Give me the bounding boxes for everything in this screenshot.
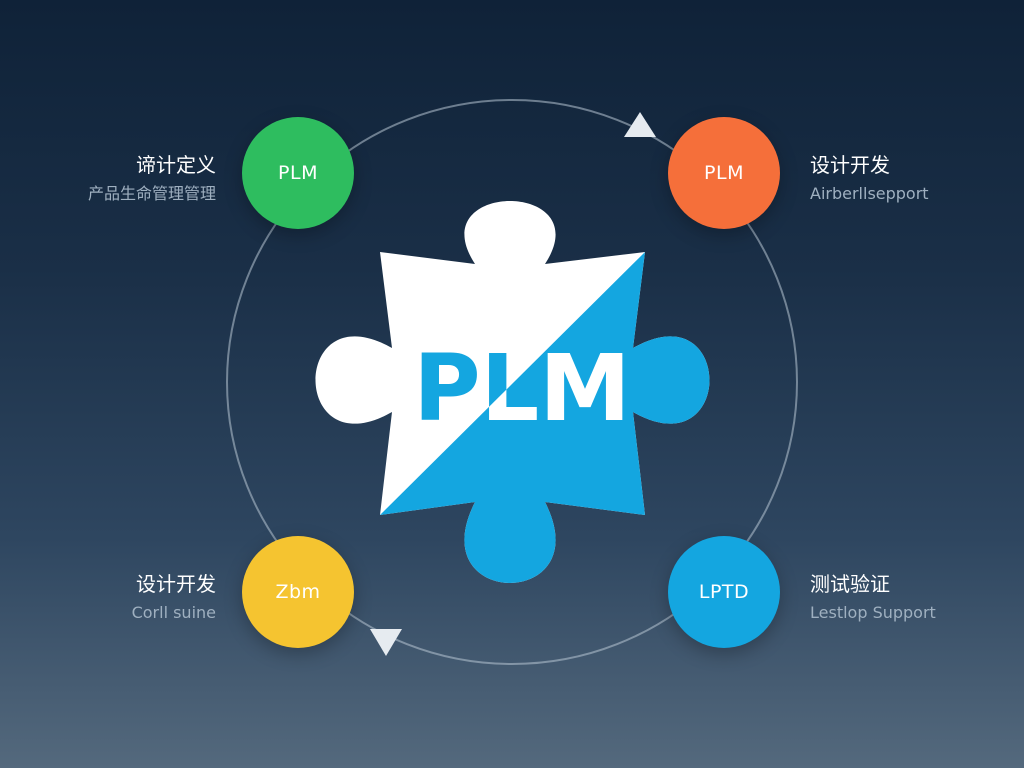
- label-top-left-title: 谛计定义: [136, 153, 216, 177]
- label-bottom-left-title: 设计开发: [136, 572, 216, 596]
- label-bottom-right-title: 测试验证: [810, 572, 890, 596]
- label-top-right-title: 设计开发: [810, 153, 890, 177]
- label-top-right-subtitle: Airberllsepport: [810, 184, 929, 203]
- label-top-right: 设计开发 Airberllsepport: [810, 152, 1010, 206]
- label-bottom-left-subtitle: Corll suine: [131, 603, 216, 622]
- top-right-arrow-icon: [624, 112, 656, 137]
- node-bottom-left-label: Zbm: [275, 581, 321, 603]
- center-title-inverse: PLM: [413, 335, 631, 442]
- node-bottom-right-label: LPTD: [698, 581, 750, 603]
- node-bottom-right[interactable]: LPTD: [668, 536, 780, 648]
- node-bottom-left[interactable]: Zbm: [242, 536, 354, 648]
- center-title: PLM: [413, 335, 631, 442]
- label-bottom-left: 设计开发 Corll suine: [60, 571, 216, 625]
- node-top-left[interactable]: PLM: [242, 117, 354, 229]
- label-bottom-right: 测试验证 Lestlop Support: [810, 571, 1010, 625]
- bottom-left-arrow-icon: [370, 629, 402, 656]
- label-top-left-subtitle: 产品生命管理管理: [87, 184, 216, 203]
- node-top-right-label: PLM: [704, 162, 744, 184]
- node-top-left-label: PLM: [278, 162, 318, 184]
- label-bottom-right-subtitle: Lestlop Support: [810, 603, 936, 622]
- label-top-left: 谛计定义 产品生命管理管理: [60, 152, 216, 206]
- node-top-right[interactable]: PLM: [668, 117, 780, 229]
